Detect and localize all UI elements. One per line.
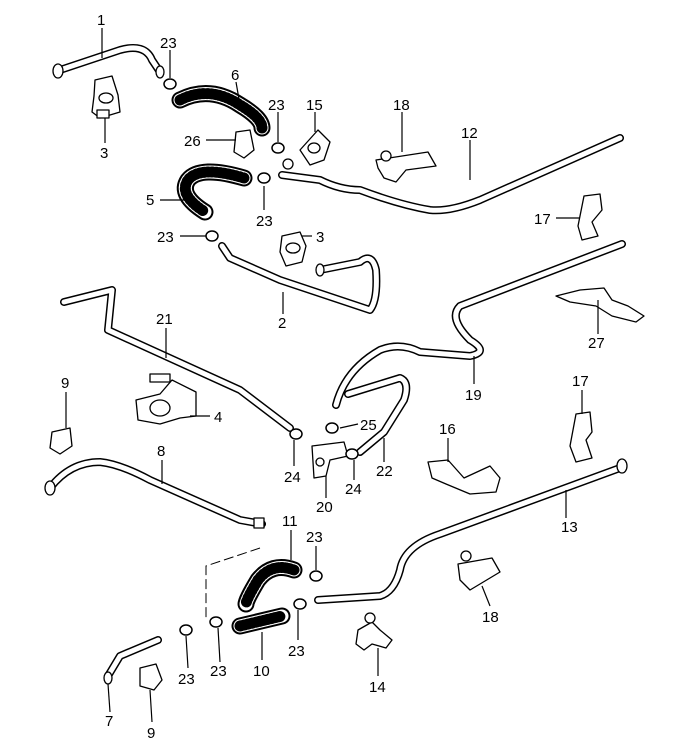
part-18-mount-bottom	[457, 550, 501, 591]
part-18-mount-top	[375, 150, 437, 183]
part-10-hose	[231, 607, 291, 635]
callout-23: 23	[210, 663, 227, 680]
part-4-clip	[135, 373, 197, 425]
part-11-hose	[237, 559, 303, 613]
callout-1: 1	[97, 12, 105, 29]
callout-23: 23	[256, 213, 273, 230]
clamp-24-b	[345, 448, 359, 460]
part-27-bracket	[555, 287, 645, 323]
part-20-tee	[311, 441, 349, 479]
callout-16: 16	[439, 421, 456, 438]
callout-15: 15	[306, 97, 323, 114]
callout-10: 10	[253, 663, 270, 680]
part-16-mount	[427, 459, 501, 495]
callout-3: 3	[316, 229, 324, 246]
part-6-hose	[171, 85, 271, 137]
part-2-pipe	[218, 242, 381, 314]
part-22-pipe	[344, 374, 411, 456]
part-8-pipe	[44, 458, 266, 529]
part-7-pipe	[103, 636, 162, 685]
part-26-clip	[233, 129, 255, 159]
callout-11: 11	[282, 513, 298, 530]
callout-13: 13	[561, 519, 578, 536]
part-21-pipe	[60, 286, 294, 432]
part-15-bracket	[299, 129, 331, 166]
part-12-pipe	[278, 134, 624, 215]
callout-23: 23	[288, 643, 305, 660]
clamp-23-a	[163, 78, 177, 90]
callout-3: 3	[100, 145, 108, 162]
callout-24: 24	[284, 469, 301, 486]
callout-23: 23	[178, 671, 195, 688]
clamp-25	[325, 422, 339, 434]
callout-26: 26	[184, 133, 201, 150]
callout-labels: 1 23 6 23 15 18 12 3 26 5 23 23 3 17 2 2…	[61, 12, 605, 742]
callout-5: 5	[146, 192, 154, 209]
callout-24: 24	[345, 481, 362, 498]
callout-18: 18	[393, 97, 410, 114]
clamp-23-d	[205, 230, 219, 242]
clamp-23-e	[309, 570, 323, 582]
part-9-clip-top	[49, 427, 73, 455]
part-17-clip-top	[577, 193, 603, 241]
leader-lines	[65, 28, 599, 723]
callout-22: 22	[376, 463, 393, 480]
clamp-23-h	[179, 624, 193, 636]
callout-9: 9	[61, 375, 69, 392]
callout-23: 23	[160, 35, 177, 52]
callout-21: 21	[156, 311, 173, 328]
clamp-23-f	[293, 598, 307, 610]
callout-17: 17	[534, 211, 551, 228]
callout-23: 23	[306, 529, 323, 546]
callout-8: 8	[157, 443, 165, 460]
callout-7: 7	[105, 713, 113, 730]
callout-20: 20	[316, 499, 333, 516]
part-19-pipe	[332, 240, 626, 409]
callout-25: 25	[360, 417, 377, 434]
callout-6: 6	[231, 67, 239, 84]
callout-23: 23	[268, 97, 285, 114]
part-1-pipe	[52, 44, 165, 79]
callout-14: 14	[369, 679, 386, 696]
callout-23: 23	[157, 229, 174, 246]
dashed-connector	[205, 547, 261, 620]
part-3-clip	[91, 75, 121, 119]
callout-12: 12	[461, 125, 478, 142]
part-14-bracket	[355, 612, 393, 651]
callout-18: 18	[482, 609, 499, 626]
clamp-23-c	[257, 172, 271, 184]
callout-27: 27	[588, 335, 605, 352]
callout-9: 9	[147, 725, 155, 742]
part-17-clip-bottom	[569, 411, 593, 463]
part-13-pipe	[314, 458, 628, 604]
clamp-24-a	[289, 428, 303, 440]
part-5-hose	[176, 163, 253, 221]
part-9-clip-bottom	[139, 663, 163, 691]
callout-17: 17	[572, 373, 589, 390]
clamp-23-g	[209, 616, 223, 628]
callout-19: 19	[465, 387, 482, 404]
callout-4: 4	[214, 409, 222, 426]
callout-2: 2	[278, 315, 286, 332]
clamp-23-b	[271, 142, 285, 154]
part-3-clip-b	[279, 231, 307, 267]
